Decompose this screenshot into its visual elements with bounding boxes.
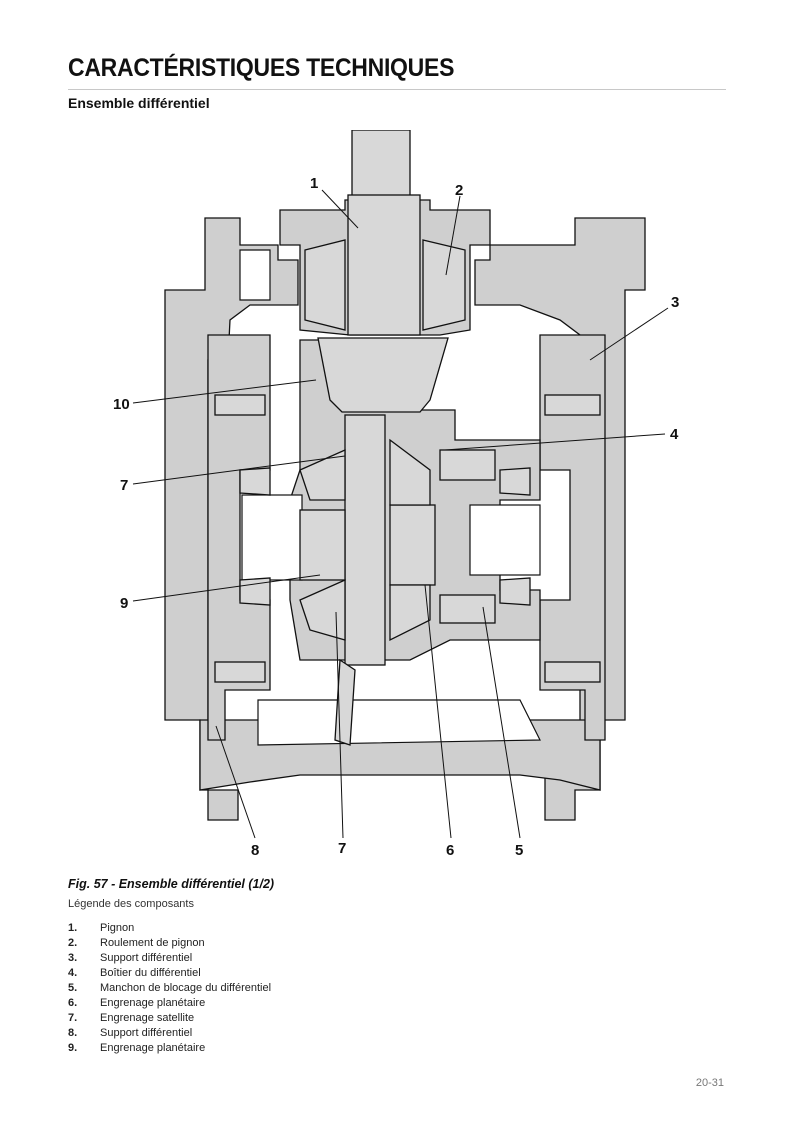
leader-9 <box>132 574 321 602</box>
bolt-left-upper <box>214 394 266 416</box>
differential-cross-section-drawing: 1 2 3 4 5 6 7 7 8 9 10 <box>113 130 679 859</box>
diff-bearing-upper-left <box>239 467 271 496</box>
legend-list: 1. Pignon 2. Roulement de pignon 3. Support… <box>68 921 271 1056</box>
pinion-shaft <box>347 194 421 336</box>
legend-item-label: Engrenage planétaire <box>100 997 206 1009</box>
diff-bearing-lower-left <box>239 577 271 606</box>
leader-6 <box>424 584 452 839</box>
legend-item-label: Boîtier du différentiel <box>100 967 201 979</box>
legend-item: 2. Roulement de pignon <box>68 936 271 951</box>
leader-2 <box>445 195 461 276</box>
callout-5: 5 <box>515 842 523 859</box>
side-gear-right <box>389 504 436 586</box>
legend-item: 5. Manchon de blocage du différentiel <box>68 981 271 996</box>
side-gear-left <box>299 509 346 581</box>
legend-item-number: 6. <box>68 997 78 1009</box>
leader-1 <box>321 189 359 229</box>
legend-item-number: 8. <box>68 1027 78 1039</box>
lock-sleeve-top <box>439 449 496 481</box>
legend-item-label: Support différentiel <box>100 952 193 964</box>
legend-item-number: 4. <box>68 967 78 979</box>
callout-7-left: 7 <box>120 477 128 494</box>
leader-8 <box>215 725 256 839</box>
leader-7-bottom <box>335 611 344 839</box>
cross-shaft <box>344 414 386 666</box>
bolt-right-upper <box>544 394 601 416</box>
callout-7-bottom: 7 <box>338 840 346 857</box>
legend-item-number: 1. <box>68 922 78 934</box>
legend-item-number: 7. <box>68 1012 78 1024</box>
legend-item: 4. Boîtier du différentiel <box>68 966 271 981</box>
legend-item-label: Pignon <box>100 922 135 934</box>
legend-item: 7. Engrenage satellite <box>68 1011 271 1026</box>
satellite-gear-right-bottom <box>389 584 431 642</box>
legend-item: 1. Pignon <box>68 921 271 936</box>
leader-4 <box>444 433 666 451</box>
callout-10: 10 <box>113 396 130 413</box>
legend-item-number: 2. <box>68 937 78 949</box>
callout-8: 8 <box>251 842 259 859</box>
legend-item: 9. Engrenage planétaire <box>68 1041 271 1056</box>
legend-item-label: Manchon de blocage du différentiel <box>100 982 272 994</box>
legend-item-label: Engrenage planétaire <box>100 1042 206 1054</box>
page-number: 20-31 <box>695 1077 724 1089</box>
leader-10 <box>132 379 317 404</box>
satellite-gear-right-top <box>389 438 431 506</box>
pinion-shaft-upper <box>351 130 411 201</box>
figure-caption: Fig. 57 - Ensemble différentiel (1/2) <box>68 877 275 891</box>
legend-item: 8. Support différentiel <box>68 1026 271 1041</box>
diff-support-right <box>539 334 606 741</box>
left-half-shaft-bore <box>241 494 303 581</box>
legend-item: 6. Engrenage planétaire <box>68 996 271 1011</box>
planet-gear-top <box>299 448 346 501</box>
leader-7-top <box>132 455 346 485</box>
lower-cavity <box>257 699 541 746</box>
bolt-right-lower <box>544 661 601 683</box>
pinion-teeth-lower <box>334 658 356 746</box>
pinion-bearing-right <box>422 239 466 331</box>
callout-3: 3 <box>671 294 679 311</box>
legend-item-number: 9. <box>68 1042 78 1054</box>
planet-gear-bottom <box>299 578 346 641</box>
differential-assembly-figure: 1 2 3 4 5 6 7 7 8 9 10 <box>100 130 710 870</box>
legend-item-number: 3. <box>68 952 78 964</box>
callout-4: 4 <box>670 426 679 443</box>
lock-sleeve-bottom <box>439 594 496 624</box>
legend-item-label: Engrenage satellite <box>100 1012 195 1024</box>
callout-6: 6 <box>446 842 454 859</box>
section-title: Ensemble différentiel <box>68 95 210 111</box>
diff-bearing-upper-right <box>499 467 531 496</box>
diff-bearing-lower-right <box>499 577 531 606</box>
legend-title: Légende des composants <box>68 898 194 910</box>
page-title: CARACTÉRISTIQUES TECHNIQUES <box>68 54 455 82</box>
legend-item-number: 5. <box>68 982 78 994</box>
upper-cavity-left <box>239 249 271 301</box>
legend-item-label: Support différentiel <box>100 1027 193 1039</box>
pinion-bevel-gear <box>317 337 449 413</box>
callout-1: 1 <box>310 175 318 192</box>
legend-item: 3. Support différentiel <box>68 951 271 966</box>
leader-3 <box>589 307 669 361</box>
callout-2: 2 <box>455 182 463 199</box>
leader-5 <box>482 606 521 839</box>
legend-item-label: Roulement de pignon <box>100 937 205 949</box>
callout-9: 9 <box>120 595 128 612</box>
bolt-left-lower <box>214 661 266 683</box>
title-divider <box>68 89 726 90</box>
pinion-bearing-left <box>304 239 346 331</box>
right-half-shaft-bore <box>469 504 541 576</box>
